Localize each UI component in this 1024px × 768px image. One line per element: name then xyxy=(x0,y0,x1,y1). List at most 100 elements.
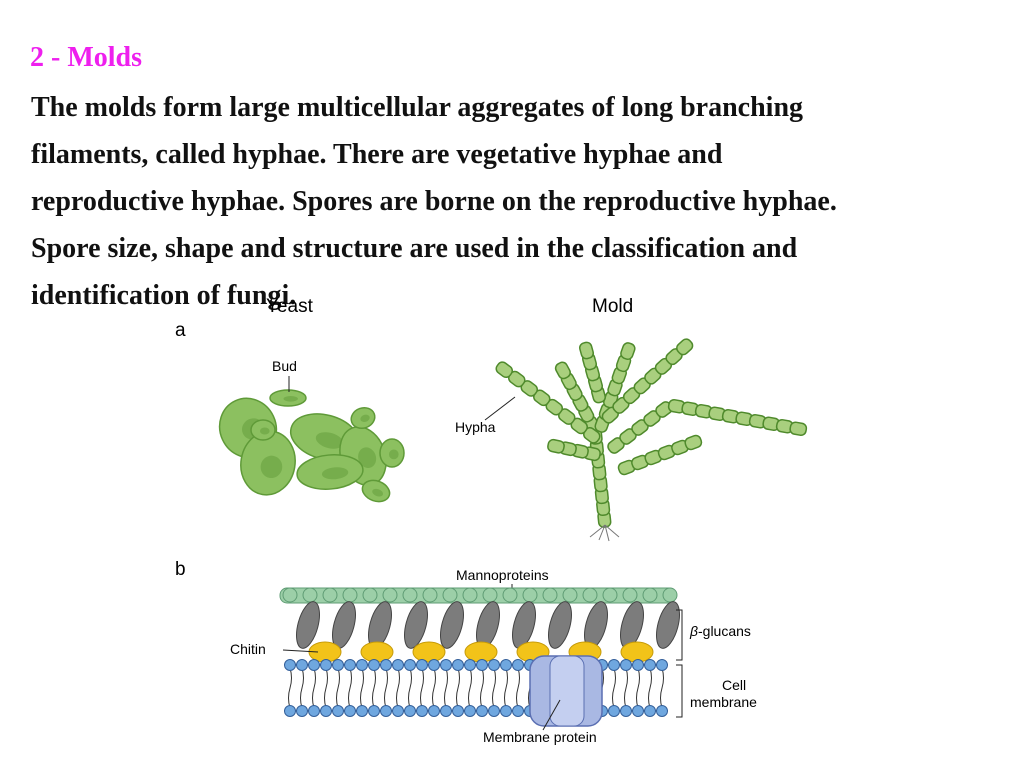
mannoprotein xyxy=(642,587,658,603)
membrane-protein-core xyxy=(549,655,585,727)
lipid-head xyxy=(632,659,644,671)
lipid-tail xyxy=(516,667,520,709)
hypha-cell xyxy=(789,421,808,437)
body-line-4: Spore size, shape and structure are used… xyxy=(31,233,798,264)
glucan-fiber xyxy=(404,601,428,649)
lipid-tail xyxy=(648,667,652,709)
lipid-head xyxy=(440,659,452,671)
mold-hyphae xyxy=(495,338,808,542)
lipid-head xyxy=(404,705,416,717)
slide-heading: 2 - Molds xyxy=(30,42,142,73)
hypha-cell xyxy=(554,361,571,380)
chitin-blob xyxy=(620,641,654,663)
lipid-tail xyxy=(660,667,664,709)
chitin-label: Chitin xyxy=(230,641,266,657)
mannoprotein xyxy=(622,587,638,603)
mold-title: Mold xyxy=(592,296,633,317)
membrane-label: membrane xyxy=(690,694,757,710)
mannoprotein xyxy=(342,587,358,603)
lipid-tail xyxy=(384,667,388,709)
mannoprotein xyxy=(402,587,418,603)
lipid-head xyxy=(512,705,524,717)
lipid-head xyxy=(608,705,620,717)
hypha-cell xyxy=(620,342,636,360)
lipid-head xyxy=(632,705,644,717)
mannoprotein xyxy=(442,587,458,603)
lipid-tail xyxy=(336,667,340,709)
cell-label: Cell xyxy=(722,677,746,693)
lipid-head xyxy=(284,705,296,717)
lipid-head xyxy=(620,659,632,671)
lipid-head xyxy=(296,659,308,671)
lipid-head xyxy=(488,705,500,717)
lipid-head xyxy=(452,659,464,671)
mannoprotein xyxy=(582,587,598,603)
body-line-2: filaments, called hyphae. There are vege… xyxy=(31,139,723,170)
lipid-head xyxy=(416,659,428,671)
lipid-head xyxy=(512,659,524,671)
body-line-5: identification of fungi. xyxy=(31,280,297,311)
glucans-bracket xyxy=(676,609,683,661)
body-paragraph: The molds form large multicellular aggre… xyxy=(31,84,1006,319)
lipid-tail xyxy=(504,667,508,709)
mannoprotein xyxy=(302,587,318,603)
mannoprotein xyxy=(282,587,298,603)
lipid-head xyxy=(344,705,356,717)
lipid-head xyxy=(368,659,380,671)
lipid-head xyxy=(464,659,476,671)
lipid-tail xyxy=(636,667,640,709)
lipid-head xyxy=(656,705,668,717)
mannoprotein xyxy=(362,587,378,603)
mannoprotein xyxy=(562,587,578,603)
lipid-head xyxy=(404,659,416,671)
lipid-tail xyxy=(312,667,316,709)
glucan-fiber xyxy=(656,601,680,649)
lipid-head xyxy=(296,705,308,717)
hypha-cell xyxy=(547,438,565,454)
lipid-head xyxy=(320,705,332,717)
glucans-label: β-glucans xyxy=(689,623,751,639)
lipid-head xyxy=(332,659,344,671)
panel-a-letter: a xyxy=(175,320,186,341)
lipid-head xyxy=(356,705,368,717)
mannoprotein xyxy=(602,587,618,603)
membrane-protein-label: Membrane protein xyxy=(483,729,597,745)
lipid-head xyxy=(620,705,632,717)
hypha-cell xyxy=(676,338,694,356)
mannoprotein xyxy=(482,587,498,603)
lipid-head xyxy=(440,705,452,717)
lipid-head xyxy=(428,659,440,671)
body-line-3: reproductive hyphae. Spores are borne on… xyxy=(31,186,837,217)
lipid-head xyxy=(644,659,656,671)
lipid-tail xyxy=(396,667,400,709)
cell-wall-diagram xyxy=(279,587,680,727)
yeast-cells xyxy=(218,389,405,503)
mannoprotein xyxy=(522,587,538,603)
lipid-tail xyxy=(360,667,364,709)
lipid-tail xyxy=(408,667,412,709)
mannoprotein xyxy=(502,587,518,603)
lipid-tail xyxy=(492,667,496,709)
yeast-cell xyxy=(269,389,307,407)
hypha-pointer xyxy=(484,396,516,421)
lipid-head xyxy=(380,659,392,671)
lipid-tail xyxy=(372,667,376,709)
lipid-tail xyxy=(324,667,328,709)
lipid-tail xyxy=(624,667,628,709)
lipid-head xyxy=(416,705,428,717)
lipid-head xyxy=(476,705,488,717)
body-line-1: The molds form large multicellular aggre… xyxy=(31,92,804,123)
lipid-head xyxy=(488,659,500,671)
lipid-head xyxy=(308,705,320,717)
lipid-head xyxy=(392,705,404,717)
mannoprotein xyxy=(322,587,338,603)
lipid-head xyxy=(392,659,404,671)
membrane-bracket xyxy=(676,664,683,718)
lipid-head xyxy=(464,705,476,717)
lipid-tail xyxy=(468,667,472,709)
lipid-head xyxy=(332,705,344,717)
lipid-head xyxy=(428,705,440,717)
yeast-cell xyxy=(250,419,276,441)
mannoprotein xyxy=(662,587,678,603)
